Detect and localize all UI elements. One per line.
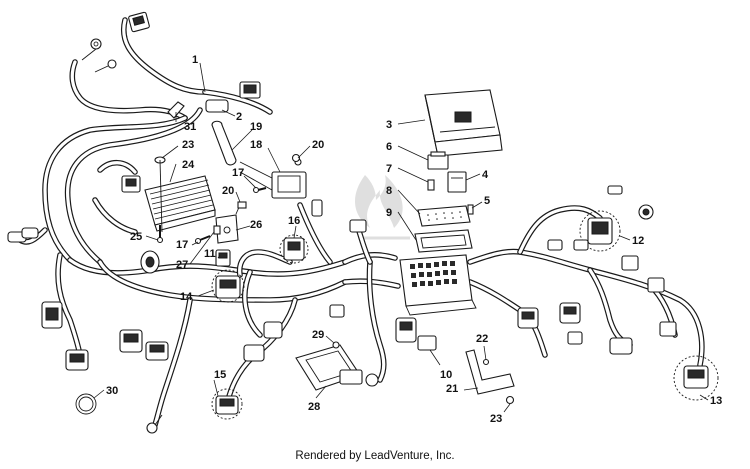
- callout-23a: 23: [182, 139, 194, 151]
- callout-1: 1: [192, 54, 198, 66]
- callout-19: 19: [250, 121, 262, 133]
- round-sensor-left: [140, 250, 160, 274]
- right-connectors: [517, 185, 719, 401]
- top-connectors: [128, 11, 261, 113]
- part-7-fuse: [427, 179, 435, 191]
- callout-28: 28: [308, 401, 320, 413]
- callout-24: 24: [182, 159, 195, 171]
- callout-7: 7: [386, 163, 392, 175]
- callout-labels: 1 2 3 4 5 6 7 8 9 10 11 12 13 14 15 16 1…: [106, 54, 722, 425]
- part-3-fuse-box-cover: [424, 89, 503, 157]
- callout-22: 22: [476, 333, 488, 345]
- callout-16: 16: [288, 215, 300, 227]
- part-6-relay: [427, 151, 449, 170]
- part-18-bracket: [239, 158, 323, 217]
- callout-9: 9: [386, 207, 392, 219]
- callout-29: 29: [312, 329, 324, 341]
- center-connectors: [329, 219, 417, 343]
- leader-lines: [93, 62, 709, 413]
- callout-2: 2: [236, 111, 242, 123]
- callout-23b: 23: [490, 413, 502, 425]
- callout-6: 6: [386, 141, 392, 153]
- part-8-label: [417, 205, 471, 227]
- part-23-washer-bottom: [505, 395, 515, 405]
- callout-27: 27: [176, 259, 188, 271]
- part-30-strap: [75, 393, 97, 415]
- watermark-logo: [354, 175, 410, 240]
- callout-17a: 17: [232, 167, 244, 179]
- callout-12: 12: [632, 235, 644, 247]
- callout-25: 25: [130, 231, 142, 243]
- part-4-relay: [447, 171, 467, 193]
- part-19-sleeve: [211, 120, 237, 166]
- part-10-relay: [417, 335, 437, 351]
- part-16-connector: [279, 234, 309, 264]
- callout-14: 14: [180, 291, 193, 303]
- callout-15: 15: [214, 369, 226, 381]
- callout-30: 30: [106, 385, 118, 397]
- part-14-connector: [211, 269, 245, 303]
- part-31-clip: [167, 101, 185, 119]
- callout-20a: 20: [312, 139, 324, 151]
- render-credit: Rendered by LeadVenture, Inc.: [295, 450, 455, 462]
- callout-31: 31: [184, 121, 196, 133]
- callout-4: 4: [482, 169, 489, 181]
- fuse-box-base: [399, 254, 477, 316]
- callout-20b: 20: [222, 185, 234, 197]
- part-29-screw: [332, 341, 340, 349]
- ring-terminals-top: [81, 38, 163, 434]
- callout-21: 21: [446, 383, 458, 395]
- callout-13: 13: [710, 395, 722, 407]
- part-26-bracket: [213, 214, 239, 244]
- part-24-regulator: [144, 175, 216, 232]
- callout-5: 5: [484, 195, 490, 207]
- part-5-fuse: [467, 204, 474, 215]
- callout-3: 3: [386, 119, 392, 131]
- callout-8: 8: [386, 185, 392, 197]
- left-connectors: [7, 175, 169, 371]
- callout-10: 10: [440, 369, 452, 381]
- callout-17b: 17: [176, 239, 188, 251]
- callout-11: 11: [204, 248, 216, 260]
- main-harness: [17, 17, 705, 428]
- part-9-gasket: [414, 229, 473, 253]
- callout-26: 26: [250, 219, 262, 231]
- part-21-bracket: [465, 349, 515, 395]
- part-20-bolts: [235, 153, 301, 215]
- part-28-module: [295, 344, 379, 391]
- part-15-connector: [211, 321, 283, 420]
- part-11-relay: [215, 249, 231, 267]
- part-23-washer-top: [154, 156, 166, 233]
- callout-18: 18: [250, 139, 262, 151]
- part-25-bolt: [156, 225, 164, 244]
